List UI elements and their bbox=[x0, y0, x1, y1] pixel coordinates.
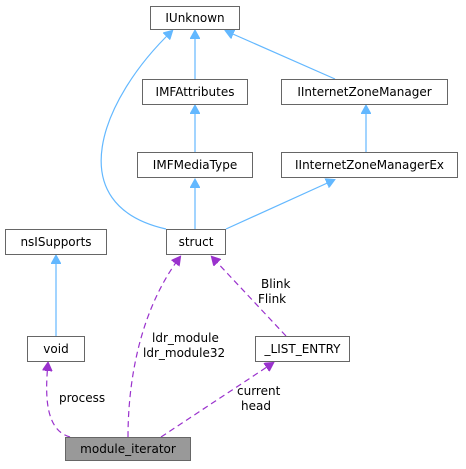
node-iinternetzonemanagerex[interactable]: IInternetZoneManagerEx bbox=[281, 152, 458, 178]
node-module-iterator: module_iterator bbox=[65, 437, 191, 461]
edge-struct-to-iunknown bbox=[100, 31, 172, 230]
edge-label-flink: Flink bbox=[258, 292, 287, 306]
node-list-entry[interactable]: _LIST_ENTRY bbox=[255, 336, 350, 362]
edge-label-current: current bbox=[237, 384, 281, 398]
node-iunknown[interactable]: IUnknown bbox=[150, 6, 240, 30]
edge-label-process: process bbox=[59, 391, 106, 405]
node-iinternetzonemanager[interactable]: IInternetZoneManager bbox=[281, 79, 448, 105]
node-imfattributes[interactable]: IMFAttributes bbox=[142, 79, 248, 105]
edge-module-iterator-to-void bbox=[47, 363, 71, 438]
edge-module-iterator-to-list-entry bbox=[160, 363, 273, 438]
edge-label-head: head bbox=[241, 399, 271, 413]
node-void[interactable]: void bbox=[27, 336, 85, 362]
edge-label-ldr-module32: ldr_module32 bbox=[143, 346, 226, 360]
edge-struct-to-iinternetzonemanagerex bbox=[225, 180, 334, 230]
node-struct[interactable]: struct bbox=[166, 229, 226, 255]
edge-iinternetzonemanager-to-iunknown bbox=[226, 31, 336, 80]
edge-module-iterator-to-struct bbox=[127, 257, 180, 438]
edge-list-entry-to-struct bbox=[212, 257, 287, 337]
node-nsisupports[interactable]: nsISupports bbox=[5, 229, 107, 255]
node-imfmediatype[interactable]: IMFMediaType bbox=[137, 152, 253, 178]
edge-label-ldr-module: ldr_module bbox=[152, 331, 219, 345]
edge-label-blink: Blink bbox=[261, 277, 291, 291]
